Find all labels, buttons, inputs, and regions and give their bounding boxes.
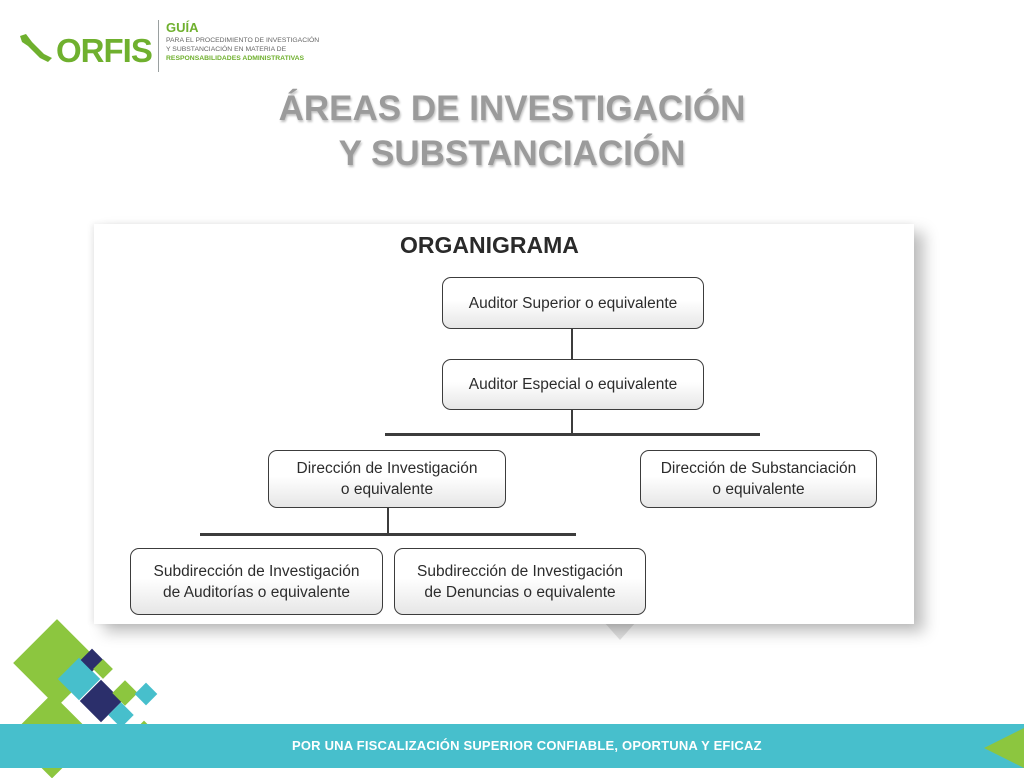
slide-title: ÁREAS DE INVESTIGACIÓN Y SUBSTANCIACIÓN (0, 86, 1024, 176)
slide-title-line1: ÁREAS DE INVESTIGACIÓN (278, 89, 746, 128)
connector-superior-especial (571, 329, 573, 359)
footer-slogan: POR UNA FISCALIZACIÓN SUPERIOR CONFIABLE… (292, 738, 762, 753)
node-subdireccion-denuncias-line1: Subdirección de Investigación (417, 562, 623, 580)
node-direccion-substanciacion-line1: Dirección de Substanciación (660, 460, 857, 477)
connector-level3-bar (200, 533, 576, 536)
footer-bar: POR UNA FISCALIZACIÓN SUPERIOR CONFIABLE… (0, 724, 1024, 768)
node-subdireccion-auditorias-line1: Subdirección de Investigación (153, 562, 360, 580)
connector-level2-bar (385, 433, 760, 436)
guide-subtitle-line3: RESPONSABILIDADES ADMINISTRATIVAS (166, 55, 305, 62)
orgchart-heading: ORGANIGRAMA (400, 232, 579, 258)
orgchart-panel: ORGANIGRAMA Auditor Superior o equivalen… (94, 224, 914, 624)
guide-title: GUÍA (166, 20, 199, 35)
decor-diamond-teal-small (134, 682, 158, 706)
node-auditor-especial-line1: Auditor Especial o equivalente (468, 376, 678, 393)
node-subdireccion-denuncias: Subdirección de Investigación de Denunci… (394, 548, 646, 615)
node-subdireccion-denuncias-line2: de Denuncias o equivalente (424, 583, 616, 601)
connector-investigacion-down (387, 507, 389, 534)
node-auditor-superior-line1: Auditor Superior o equivalente (468, 294, 678, 312)
node-direccion-investigacion-line2: o equivalente (340, 481, 434, 498)
node-subdireccion-auditorias-line2: de Auditorías o equivalente (163, 583, 350, 601)
orfis-logo: ORFIS GUÍA PARA EL PROCEDIMIENTO DE INVE… (18, 18, 320, 74)
logo-divider (158, 20, 159, 72)
connector-especial-down (571, 410, 573, 434)
footer-arrow-icon (984, 728, 1024, 768)
logo-wordmark: ORFIS (56, 32, 153, 69)
node-auditor-superior: Auditor Superior o equivalente (442, 277, 704, 329)
node-direccion-investigacion: Dirección de Investigación o equivalente (268, 450, 506, 508)
veracruz-map-icon (20, 34, 52, 62)
panel-tail (604, 622, 636, 640)
node-direccion-investigacion-line1: Dirección de Investigación (296, 460, 478, 477)
node-auditor-especial: Auditor Especial o equivalente (442, 359, 704, 410)
node-subdireccion-auditorias: Subdirección de Investigación de Auditor… (130, 548, 383, 615)
node-direccion-substanciacion-line2: o equivalente (712, 481, 805, 498)
guide-subtitle-line2: Y SUBSTANCIACIÓN EN MATERIA DE (166, 46, 287, 53)
slide-title-line2: Y SUBSTANCIACIÓN (338, 134, 686, 173)
node-direccion-substanciacion: Dirección de Substanciación o equivalent… (640, 450, 877, 508)
guide-subtitle-line1: PARA EL PROCEDIMIENTO DE INVESTIGACIÓN (166, 37, 320, 44)
